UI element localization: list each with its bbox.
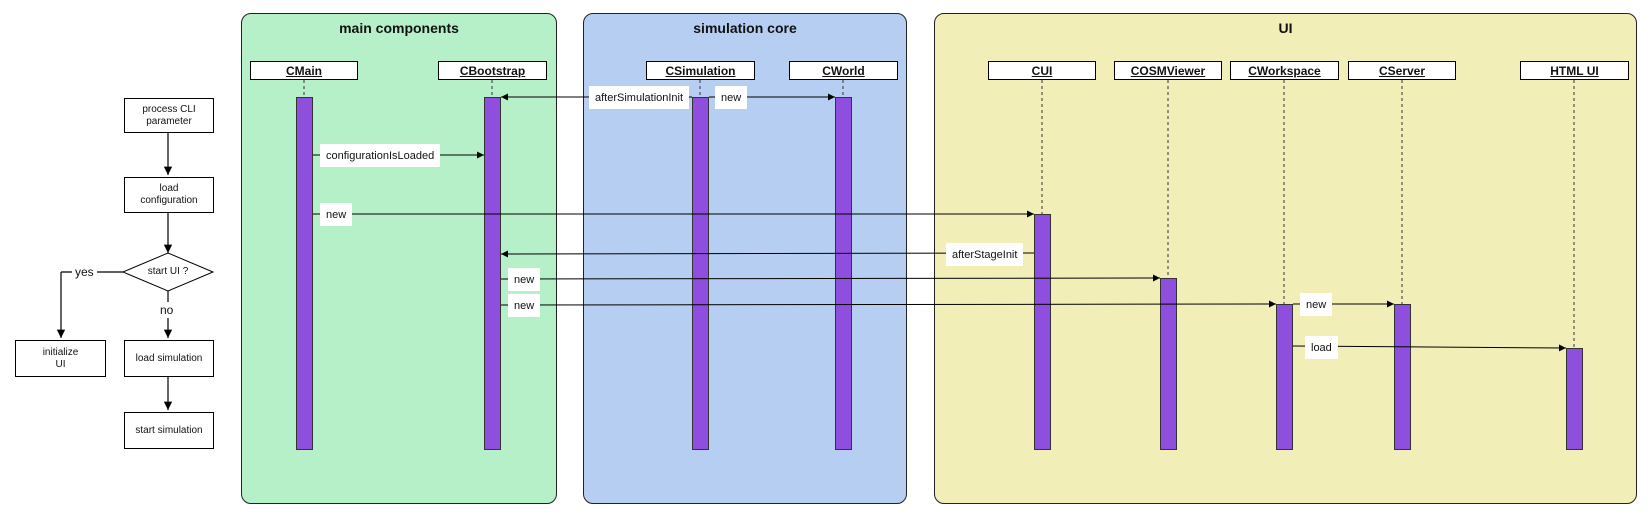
msg-arrow-workspace-load-html [1292, 344, 1567, 352]
activation-cbootstrap [484, 97, 501, 450]
msg-label-after-stage-init: afterStageInit [946, 243, 1024, 266]
lifeline-cui: CUI [988, 61, 1096, 80]
msg-label-bootstrap-new-viewer: new [508, 268, 541, 291]
flow-label-no: no [157, 302, 177, 318]
flow-node-process-cli: process CLI parameter [124, 98, 214, 133]
msg-label-after-simulation-init: afterSimulationInit [589, 86, 690, 109]
activation-htmlui [1566, 348, 1583, 450]
lifeline-cserver: CServer [1348, 61, 1456, 80]
flow-node-start-simulation: start simulation [124, 412, 214, 449]
lifeline-cworkspace: CWorkspace [1230, 61, 1339, 80]
msg-arrow-after-stage-init [500, 250, 1035, 258]
flow-node-initialize-ui: initialize UI [15, 340, 106, 377]
lifeline-cbootstrap: CBootstrap [438, 61, 547, 80]
msg-arrow-bootstrap-new-viewer [500, 274, 1161, 282]
panel-title-ui: UI [1278, 20, 1293, 36]
activation-cmain [296, 97, 313, 450]
activation-cserver [1394, 304, 1411, 450]
msg-label-workspace-new-server: new [1300, 293, 1333, 316]
lifeline-csimulation: CSimulation [646, 61, 755, 80]
msg-label-workspace-load-html: load [1305, 336, 1338, 359]
lifeline-cosmviewer: COSMViewer [1114, 61, 1222, 80]
activation-cworld [835, 97, 852, 450]
flow-node-load-simulation: load simulation [124, 340, 214, 377]
flow-node-load-configuration: load configuration [124, 177, 214, 213]
activation-cosmviewer [1160, 278, 1177, 450]
msg-label-main-new-cui: new [320, 203, 353, 226]
msg-label-sim-new-world: new [715, 86, 748, 109]
msg-label-bootstrap-new-workspace: new [508, 294, 541, 317]
panel-title-simulation-core: simulation core [693, 20, 797, 36]
activation-cui [1034, 214, 1051, 450]
flow-label-yes: yes [72, 264, 97, 280]
lifeline-cworld: CWorld [789, 61, 898, 80]
activation-cworkspace [1276, 304, 1293, 450]
flow-decision-diamond [121, 252, 215, 292]
lifeline-htmlui: HTML UI [1520, 61, 1629, 80]
msg-label-configuration-is-loaded: configurationIsLoaded [320, 144, 441, 167]
panel-title-main-components: main components [339, 20, 459, 36]
lifeline-cmain: CMain [250, 61, 358, 80]
msg-arrow-bootstrap-new-workspace [500, 300, 1277, 308]
activation-csimulation [692, 97, 709, 450]
flow-node-start-ui-decision: start UI ? [147, 266, 189, 277]
